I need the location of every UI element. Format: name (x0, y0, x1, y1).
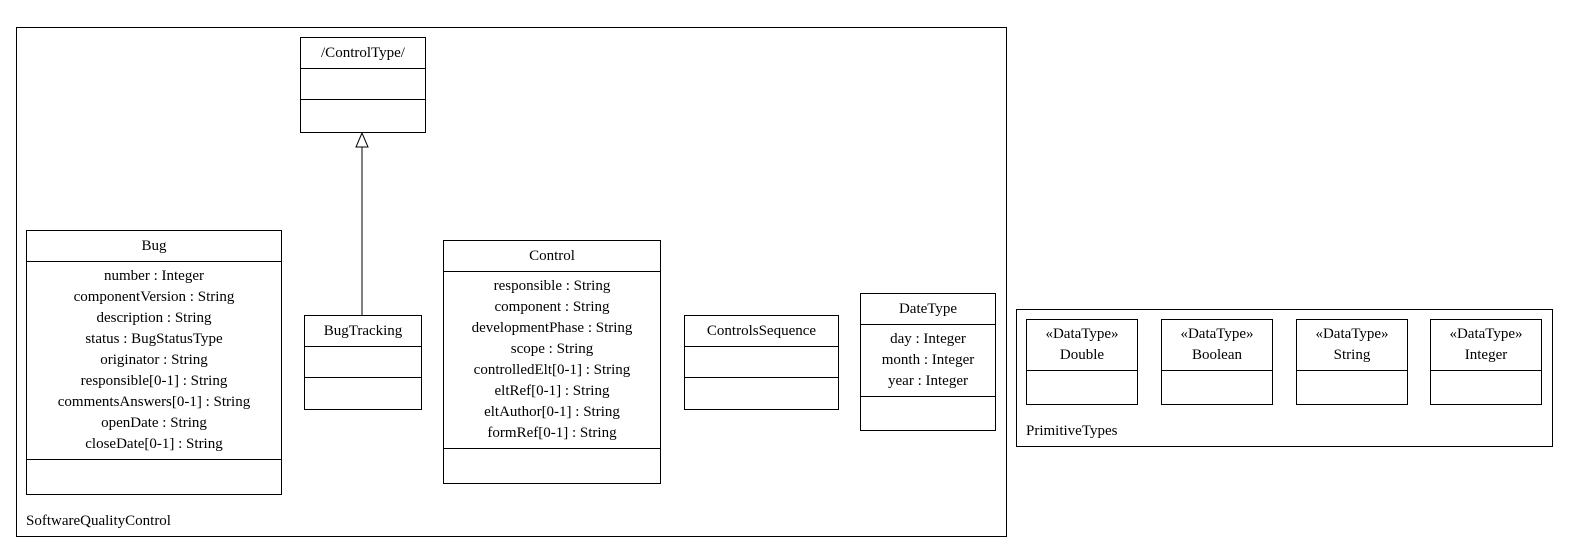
class-name: «DataType» String (1297, 320, 1407, 371)
class-attributes: day : Integer month : Integer year : Int… (861, 325, 995, 397)
class-name: ControlsSequence (685, 316, 838, 347)
attribute: eltRef[0-1] : String (494, 383, 610, 399)
stereotype-label: «DataType» (1315, 326, 1389, 342)
attribute: month : Integer (881, 352, 975, 368)
datatype-name: Integer (1464, 347, 1508, 363)
datatype-name: Boolean (1192, 347, 1242, 363)
class-name: BugTracking (305, 316, 421, 347)
class-operations (1297, 371, 1407, 404)
class-attributes: responsible : String component : String … (444, 272, 660, 449)
class-control[interactable]: Control responsible : String component :… (443, 240, 661, 484)
class-operations (27, 460, 281, 494)
datatype-string[interactable]: «DataType» String (1296, 319, 1408, 405)
class-bug-tracking[interactable]: BugTracking (304, 315, 422, 410)
class-name: «DataType» Boolean (1162, 320, 1272, 371)
datatype-double[interactable]: «DataType» Double (1026, 319, 1138, 405)
attribute: developmentPhase : String (471, 320, 633, 336)
stereotype-label: «DataType» (1045, 326, 1119, 342)
package-label: SoftwareQualityControl (26, 513, 171, 529)
datatype-integer[interactable]: «DataType» Integer (1430, 319, 1542, 405)
datatype-name: Double (1059, 347, 1105, 363)
attribute: responsible : String (493, 278, 611, 294)
class-name: «DataType» Double (1027, 320, 1137, 371)
datatype-boolean[interactable]: «DataType» Boolean (1161, 319, 1273, 405)
class-operations (1027, 371, 1137, 404)
class-operations (305, 378, 421, 409)
attribute: day : Integer (890, 331, 966, 347)
class-operations (861, 397, 995, 430)
class-control-type[interactable]: /ControlType/ (300, 37, 426, 133)
attribute: commentsAnswers[0-1] : String (57, 394, 251, 410)
stereotype-label: «DataType» (1449, 326, 1523, 342)
class-operations (1431, 371, 1541, 404)
attribute: responsible[0-1] : String (80, 373, 228, 389)
attribute: number : Integer (104, 268, 204, 284)
generalization-arrowhead (355, 131, 369, 148)
package-label: PrimitiveTypes (1026, 423, 1118, 439)
attribute: scope : String (510, 341, 594, 357)
attribute: componentVersion : String (73, 289, 235, 305)
attribute: formRef[0-1] : String (487, 425, 617, 441)
class-name: DateType (861, 294, 995, 325)
class-operations (685, 378, 838, 409)
attribute: controlledElt[0-1] : String (473, 362, 631, 378)
class-attributes (301, 69, 425, 100)
attribute: year : Integer (888, 373, 968, 389)
attribute: closeDate[0-1] : String (85, 436, 223, 452)
class-operations (301, 100, 425, 132)
class-operations (444, 449, 660, 483)
class-attributes (685, 347, 838, 378)
attribute: eltAuthor[0-1] : String (484, 404, 620, 420)
attribute: description : String (96, 310, 212, 326)
class-date-type[interactable]: DateType day : Integer month : Integer y… (860, 293, 996, 431)
class-bug[interactable]: Bug number : Integer componentVersion : … (26, 230, 282, 495)
class-attributes: number : Integer componentVersion : Stri… (27, 262, 281, 460)
class-name: Control (444, 241, 660, 272)
class-name: /ControlType/ (301, 38, 425, 69)
attribute: originator : String (100, 352, 208, 368)
attribute: status : BugStatusType (85, 331, 223, 347)
class-controls-sequence[interactable]: ControlsSequence (684, 315, 839, 410)
attribute: openDate : String (101, 415, 207, 431)
datatype-name: String (1333, 347, 1371, 363)
stereotype-label: «DataType» (1180, 326, 1254, 342)
class-attributes (305, 347, 421, 378)
class-operations (1162, 371, 1272, 404)
attribute: component : String (494, 299, 610, 315)
class-name: Bug (27, 231, 281, 262)
class-name: «DataType» Integer (1431, 320, 1541, 371)
